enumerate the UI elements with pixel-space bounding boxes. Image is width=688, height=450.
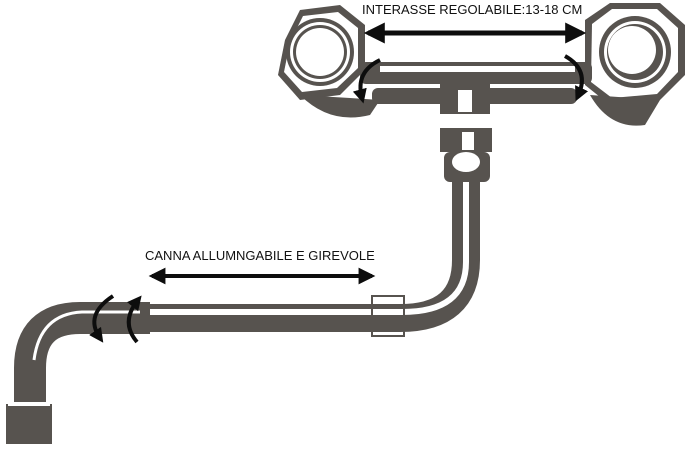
- left-valve-nut: [278, 5, 380, 118]
- swivel-union: [440, 128, 492, 182]
- spout-bend: [6, 302, 150, 444]
- rotate-arrow-icon: [89, 294, 115, 343]
- rotate-arrow-icon: [352, 58, 381, 104]
- right-valve-nut: [585, 3, 685, 126]
- rotate-arrow-icon: [126, 295, 142, 344]
- spout-pipe: [140, 182, 480, 337]
- interaxis-label: INTERASSE REGOLABILE:13-18 CM: [362, 2, 583, 17]
- spout-label: CANNA ALLUMNGABILE E GIREVOLE: [145, 248, 375, 263]
- rotate-arrow-icon: [563, 54, 589, 102]
- mixer-body: [360, 62, 592, 114]
